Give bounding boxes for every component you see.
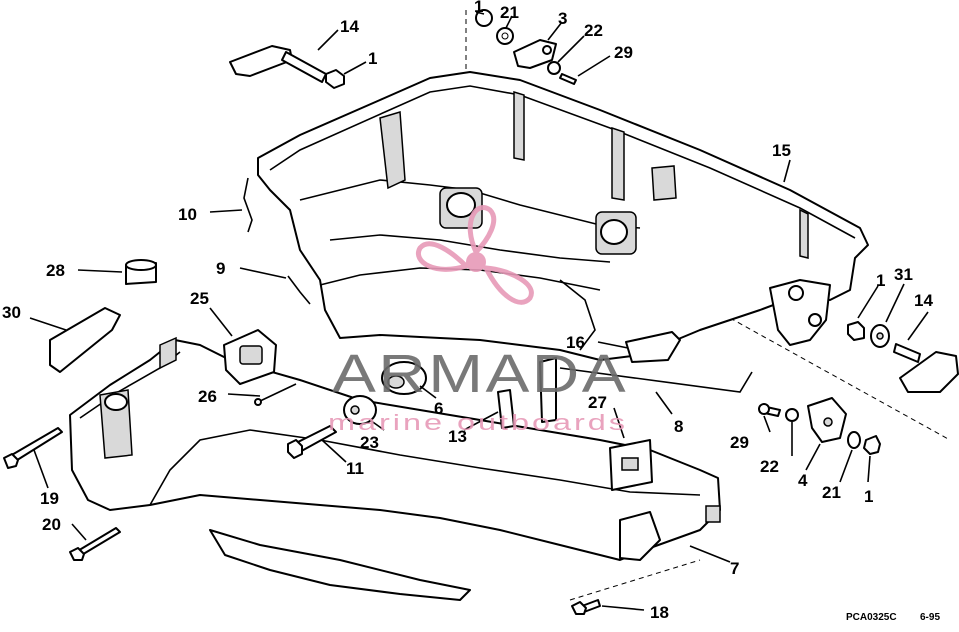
callout-label: 21 — [500, 3, 519, 22]
callout-label: 14 — [914, 291, 933, 310]
part-1-nut-lower-right — [863, 435, 881, 455]
part-29-screw-top — [559, 73, 577, 85]
part-3-bracket — [513, 39, 557, 69]
part-4-bracket — [807, 397, 847, 443]
part-8-link — [559, 367, 753, 393]
callout-label: 30 — [2, 303, 21, 322]
part-14-right-clamp — [893, 343, 959, 393]
alignment-line-front — [569, 559, 701, 601]
callout-label: 1 — [474, 0, 483, 16]
callout-label: 25 — [190, 289, 209, 308]
watermark-brand: ARMADA — [332, 344, 628, 404]
part-21-washer-top — [496, 27, 514, 45]
part-1-grommet-top — [475, 9, 493, 27]
callout-label: 29 — [730, 433, 749, 452]
drawing-code: PCA0325C — [846, 612, 897, 623]
callout-label: 6 — [434, 399, 443, 418]
propeller-logo-icon — [416, 205, 534, 305]
part-19-bolt — [3, 427, 63, 469]
upper-cowl-shell — [257, 71, 869, 361]
callout-label: 1 — [864, 487, 873, 506]
part-20-bolt — [69, 527, 121, 561]
part-14-upper-clamp — [229, 45, 327, 83]
callout-label: 4 — [798, 471, 808, 490]
callout-label: 16 — [566, 333, 585, 352]
callout-label: 8 — [674, 417, 683, 436]
callout-label: 21 — [822, 483, 841, 502]
callout-label: 15 — [772, 141, 791, 160]
callout-label: 18 — [650, 603, 669, 622]
watermark-tagline: marine outboards — [328, 410, 628, 435]
part-1-nut-right — [847, 321, 865, 341]
part-31-washer — [870, 324, 890, 348]
callout-label: 22 — [584, 21, 603, 40]
watermark: ARMADA marine outboards — [328, 205, 628, 435]
callout-label: 23 — [360, 433, 379, 452]
part-18-bolt — [571, 599, 601, 615]
callout-label: 27 — [588, 393, 607, 412]
callout-label: 10 — [178, 205, 197, 224]
part-25-seal — [223, 329, 277, 385]
part-23-washer — [343, 395, 377, 425]
callout-labels: 1 21 3 22 29 14 1 15 10 9 28 25 30 1 31 … — [2, 0, 933, 622]
part-10-hose — [243, 177, 253, 233]
callout-label: 29 — [614, 43, 633, 62]
part-22-washer-top — [547, 61, 561, 75]
callout-label: 20 — [42, 515, 61, 534]
callout-label: 11 — [346, 459, 364, 478]
part-1-nut-upper — [325, 69, 345, 89]
part-22-washer-right — [785, 408, 799, 422]
callout-label: 1 — [876, 271, 885, 290]
part-28-bumper — [125, 259, 157, 285]
callout-label: 7 — [730, 559, 739, 578]
part-9-hose — [287, 275, 311, 305]
part-11-stud — [287, 425, 337, 459]
part-13-strap — [497, 389, 515, 429]
callout-label: 3 — [558, 9, 567, 28]
callout-label: 22 — [760, 457, 779, 476]
callout-label: 1 — [368, 49, 377, 68]
alignment-line-right — [729, 317, 951, 441]
part-21-washer-right — [847, 431, 861, 449]
drawing-date: 6-95 — [920, 612, 940, 623]
leader-lines — [29, 11, 929, 611]
callout-label: 13 — [448, 427, 467, 446]
part-6-grommet — [381, 361, 427, 395]
callout-label: 31 — [894, 265, 913, 284]
callout-label: 14 — [340, 17, 359, 36]
part-29-screw-right — [758, 403, 781, 417]
part-30-trim — [49, 307, 121, 373]
callout-label: 28 — [46, 261, 65, 280]
callout-label: 26 — [198, 387, 217, 406]
part-16-plate — [539, 331, 681, 423]
callout-label: 19 — [40, 489, 59, 508]
callout-label: 9 — [216, 259, 225, 278]
part-27-block — [609, 439, 653, 491]
part-26-pin — [254, 383, 297, 406]
